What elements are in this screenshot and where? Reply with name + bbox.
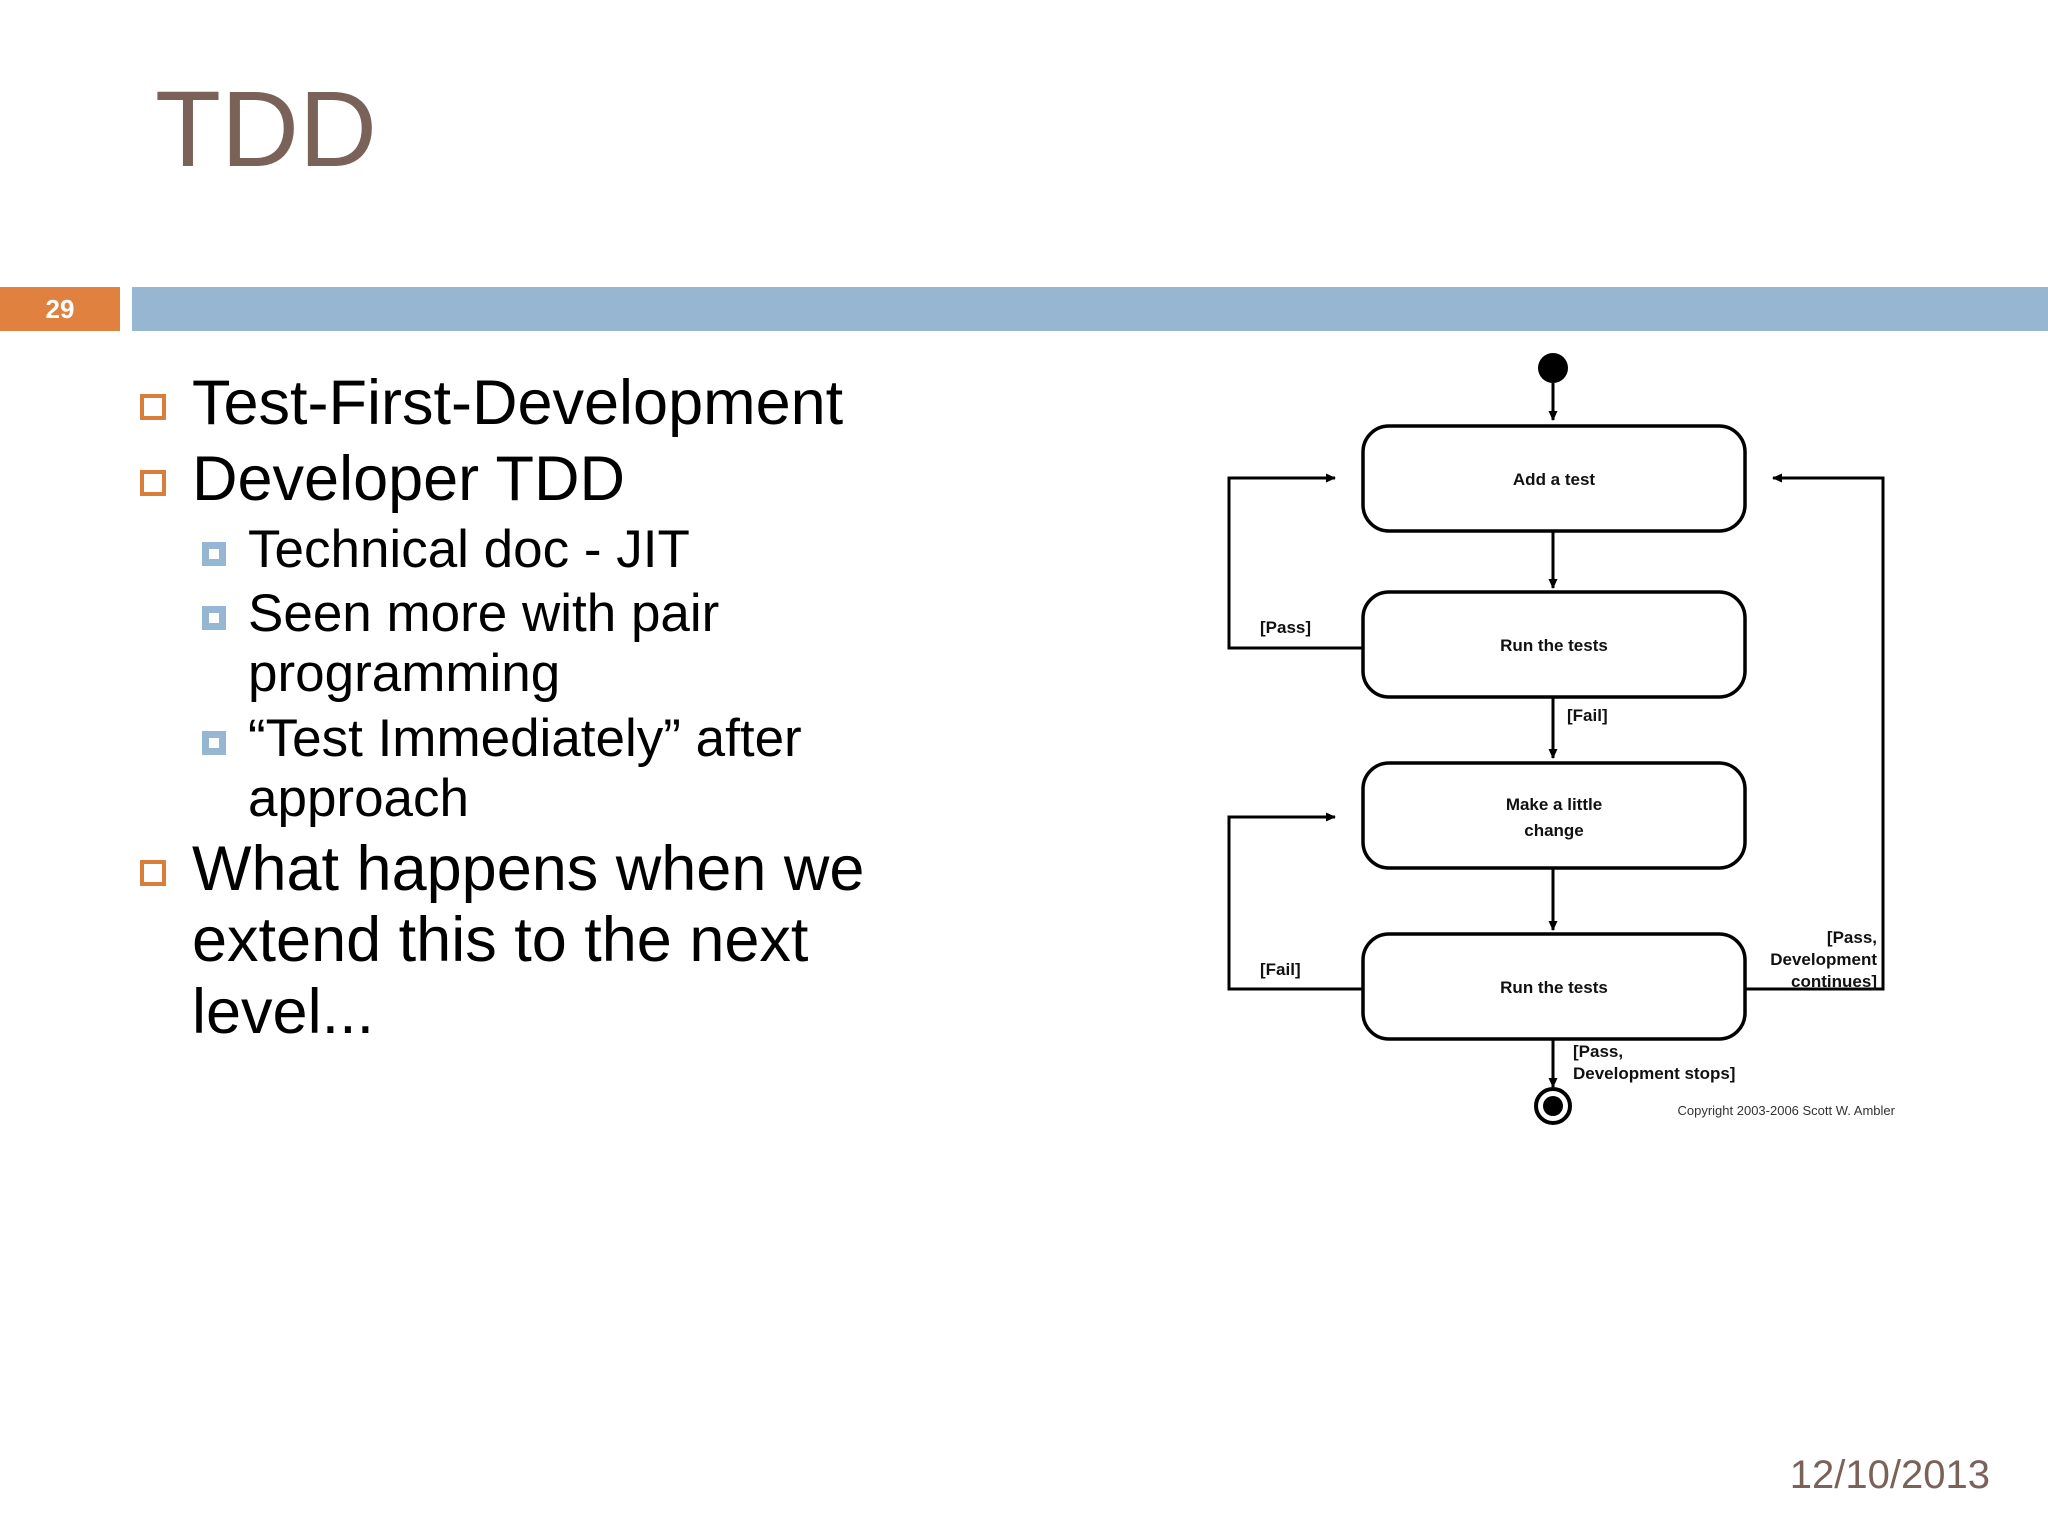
- list-item-label: Test-First-Development: [192, 368, 844, 438]
- node-make-a-little-change-label-line2: change: [1524, 821, 1584, 840]
- list-item: Test-First-Development: [140, 368, 960, 440]
- node-run-the-tests-1-label: Run the tests: [1500, 636, 1608, 655]
- initial-state-icon: [1538, 353, 1568, 383]
- guard-pass-stops-line2: Development stops]: [1573, 1064, 1735, 1083]
- guard-pass-continues-line1: [Pass,: [1827, 928, 1877, 947]
- bullet-list: Test-First-Development Developer TDD Tec…: [140, 368, 960, 1053]
- slide-number-badge: 29: [0, 287, 120, 331]
- list-item-label: Technical doc - JIT: [248, 519, 690, 579]
- list-item: “Test Immediately” after approach: [140, 709, 960, 830]
- flow-fail-to-make-change-loop: [1227, 812, 1363, 991]
- list-item-label: “Test Immediately” after approach: [248, 708, 802, 829]
- guard-fail-2-label: [Fail]: [1260, 960, 1301, 979]
- list-item-label: Seen more with pair programming: [248, 584, 720, 704]
- bullet-square-blue-icon: [202, 541, 226, 566]
- list-item: What happens when we extend this to the …: [140, 834, 960, 1049]
- list-item-label: What happens when we extend this to the …: [192, 833, 865, 1048]
- bullet-square-blue-icon: [202, 730, 226, 755]
- flow-pass-to-add-test: [1227, 473, 1363, 650]
- final-state-inner-icon: [1543, 1096, 1563, 1116]
- tdd-activity-diagram: Add a test Run the tests [Pass] [Fail] M…: [1195, 330, 1915, 1140]
- bullet-square-orange-icon: [140, 469, 166, 496]
- node-run-the-tests-2-label: Run the tests: [1500, 978, 1608, 997]
- bullet-square-blue-icon: [202, 606, 226, 631]
- guard-pass-stops-line1: [Pass,: [1573, 1042, 1623, 1061]
- node-make-a-little-change: [1361, 761, 1747, 870]
- guard-pass-label: [Pass]: [1260, 618, 1311, 637]
- divider-bar: [132, 287, 2048, 331]
- list-item: Developer TDD: [140, 444, 960, 516]
- bullet-square-orange-icon: [140, 859, 166, 886]
- guard-fail-1-label: [Fail]: [1567, 706, 1608, 725]
- bullet-square-orange-icon: [140, 394, 166, 420]
- diagram-copyright: Copyright 2003-2006 Scott W. Ambler: [1677, 1103, 1895, 1118]
- guard-pass-continues-line2: Development: [1770, 950, 1877, 969]
- list-item-label: Developer TDD: [192, 443, 626, 514]
- page-title: TDD: [155, 68, 377, 189]
- node-add-a-test-label: Add a test: [1513, 470, 1596, 489]
- slide-date: 12/10/2013: [1789, 1453, 1990, 1497]
- list-item: Seen more with pair programming: [140, 584, 960, 705]
- title-divider-band: 29: [0, 287, 2048, 331]
- guard-pass-continues-line3: continues]: [1791, 972, 1877, 991]
- list-item: Technical doc - JIT: [140, 520, 960, 580]
- flow-pass-continues-to-add-test: [1745, 473, 1885, 991]
- node-make-a-little-change-label-line1: Make a little: [1506, 795, 1602, 814]
